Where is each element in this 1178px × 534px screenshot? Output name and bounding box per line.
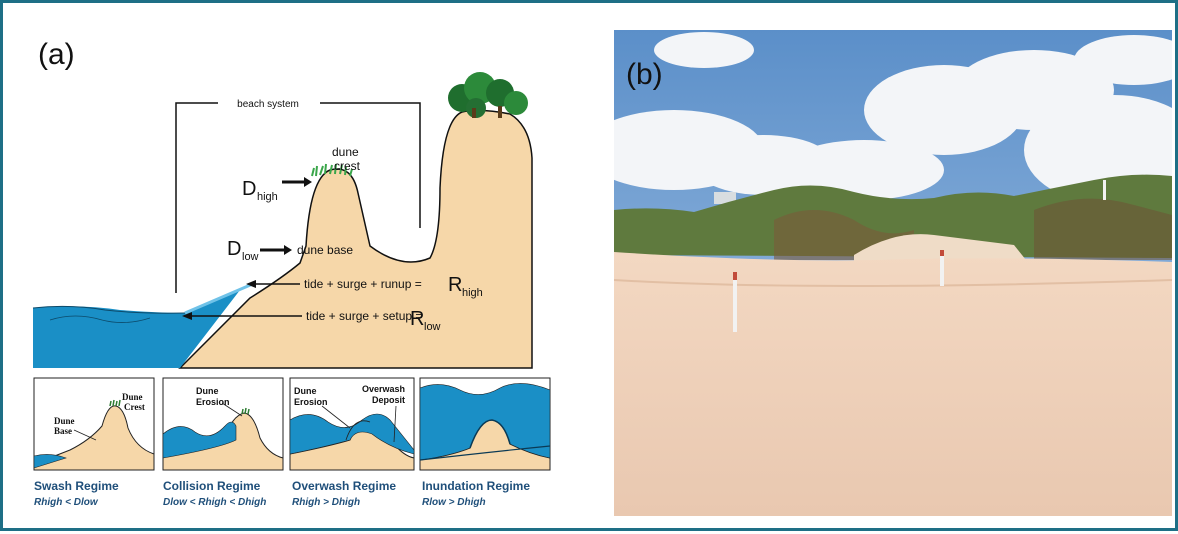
d-low-main: D: [227, 238, 241, 260]
r-high-equation: tide + surge + runup =: [304, 277, 422, 291]
trees-icon: [448, 72, 528, 118]
r-high-sub: high: [462, 287, 483, 299]
overwash-regime-title: Overwash Regime: [292, 479, 396, 493]
beach-system-label: beach system: [237, 99, 299, 110]
dune-base-label: dune base: [297, 243, 353, 257]
d-high-sub: high: [257, 191, 278, 203]
dune-crest-label-1: dune: [332, 145, 359, 159]
svg-text:Dune: Dune: [294, 386, 317, 396]
swash-regime-title: Swash Regime: [34, 479, 119, 493]
svg-text:Overwash: Overwash: [362, 384, 405, 394]
r-low-sub: low: [424, 321, 441, 333]
dune-crest-label-2: crest: [334, 159, 361, 173]
collision-regime-title: Collision Regime: [163, 479, 261, 493]
svg-text:Base: Base: [54, 426, 72, 436]
panel-b-photo: (b): [584, 30, 1178, 516]
inundation-regime-title: Inundation Regime: [422, 479, 530, 493]
panel-a-diagram: beach system dune crest D high D low dun…: [10, 8, 580, 528]
beach-dune-profile: [178, 109, 533, 369]
dune-grass-icon: [311, 163, 353, 177]
collision-regime-condition: Dlow < Rhigh < Dhigh: [163, 497, 266, 508]
wave-line: [49, 315, 151, 323]
beach-sand: [614, 252, 1172, 516]
beach-system-diagram: beach system dune crest D high D low dun…: [32, 8, 551, 508]
dune-vegetation: [614, 174, 1172, 258]
svg-text:Deposit: Deposit: [372, 395, 405, 405]
panel-a-label: (a): [38, 38, 75, 71]
svg-text:Dune: Dune: [122, 392, 143, 402]
figure-bottom-border: [0, 528, 1178, 531]
panel-b-label: (b): [626, 58, 663, 91]
overwash-regime-panel: Dune Erosion Overwash Deposit: [289, 377, 415, 471]
swash-regime-condition: Rhigh < Dlow: [34, 497, 99, 508]
svg-text:Dune: Dune: [54, 416, 75, 426]
clouds: [584, 32, 1178, 205]
water-surface: [32, 305, 186, 314]
r-low-main: R: [410, 308, 424, 330]
svg-text:Dune: Dune: [196, 386, 219, 396]
distant-building: [714, 192, 736, 204]
survey-stakes: [733, 180, 1106, 332]
r-low-equation: tide + surge + setup =: [306, 309, 422, 323]
r-high-main: R: [448, 274, 462, 296]
svg-text:Erosion: Erosion: [294, 397, 328, 407]
overwash-regime-condition: Rhigh > Dhigh: [292, 497, 360, 508]
svg-text:Erosion: Erosion: [196, 397, 230, 407]
d-low-sub: low: [242, 251, 259, 263]
svg-text:Crest: Crest: [124, 402, 145, 412]
swash-regime-panel: Dune Crest Dune Base: [33, 377, 155, 471]
ocean-water: [33, 290, 240, 368]
beach-photo: [584, 30, 1178, 516]
inundation-regime-panel: [419, 377, 551, 471]
swash-zone: [184, 281, 256, 315]
d-high-main: D: [242, 178, 256, 200]
collision-regime-panel: Dune Erosion: [162, 377, 284, 471]
inundation-regime-condition: Rlow > Dhigh: [422, 497, 486, 508]
